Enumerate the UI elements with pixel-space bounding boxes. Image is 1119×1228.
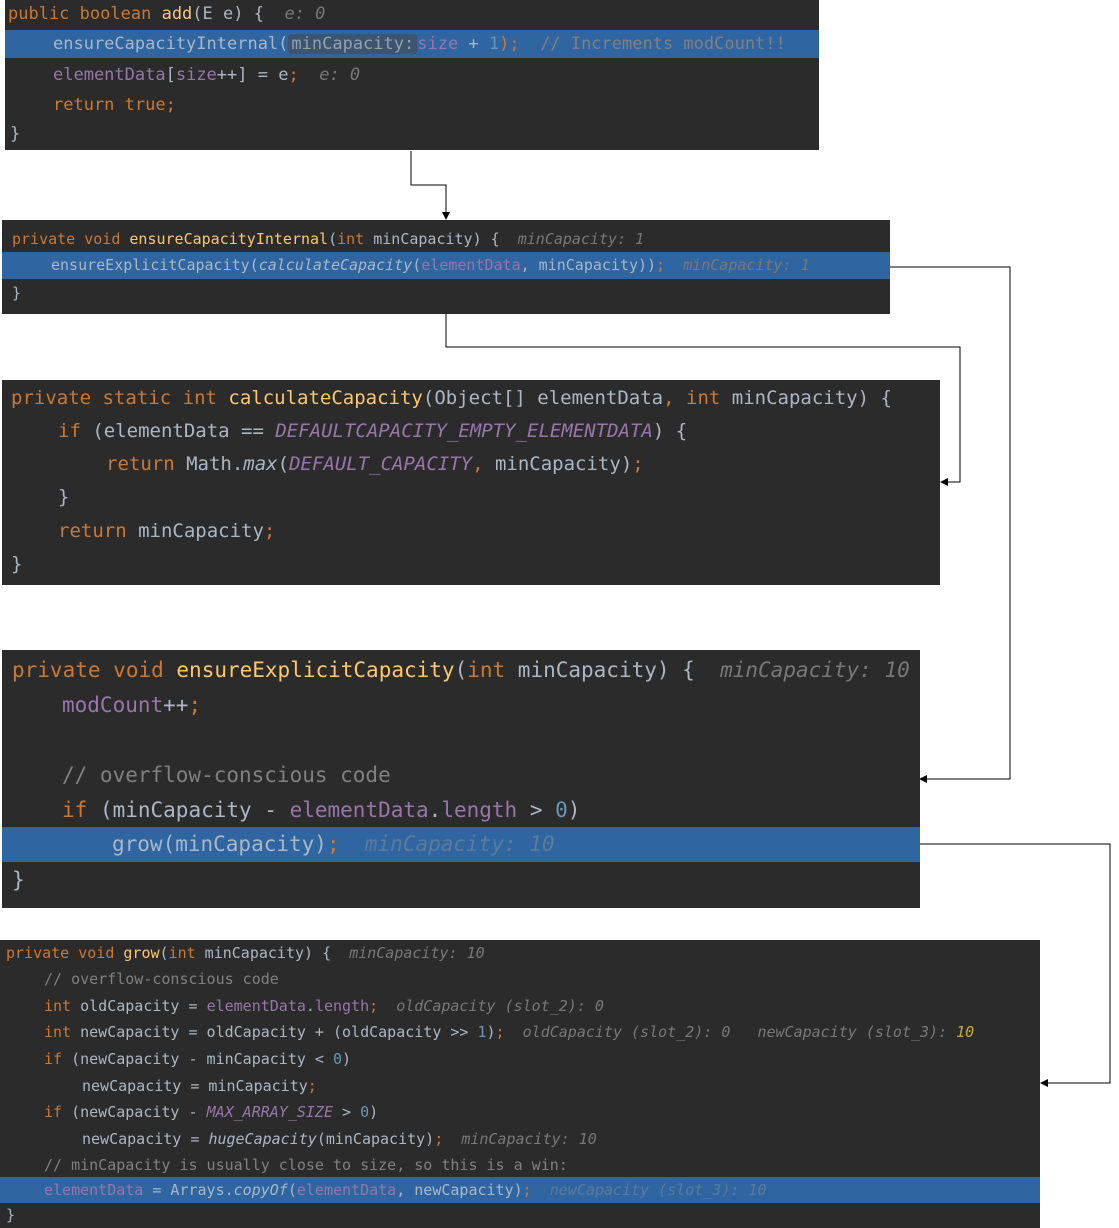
- arrow-ensure-capacity-internal-to-ensure-explicit-capacity: [890, 266, 1011, 783]
- code-line: elementData[size++] = e; e: 0: [53, 65, 361, 85]
- debug-hint: oldCapacity (slot_2): 0: [522, 1023, 731, 1041]
- arrow-ensure-explicit-capacity-to-grow: [920, 843, 1111, 1087]
- code-line-highlighted: grow(minCapacity); minCapacity: 10: [2, 827, 920, 862]
- debug-hint: minCapacity: 1: [683, 256, 810, 274]
- code-line-closing-brace: }: [12, 868, 25, 892]
- code-block-ensure-capacity-internal: private void ensureCapacityInternal(int …: [2, 220, 890, 314]
- code-block-grow: private void grow(int minCapacity) { min…: [0, 940, 1040, 1228]
- code-line: int newCapacity = oldCapacity + (oldCapa…: [44, 1023, 975, 1041]
- code-line: modCount++;: [62, 693, 202, 717]
- code-line: // overflow-conscious code: [62, 763, 391, 787]
- code-line: newCapacity = hugeCapacity(minCapacity);…: [82, 1130, 597, 1148]
- code-line: // minCapacity is usually close to size,…: [44, 1156, 568, 1174]
- code-line-highlighted: elementData = Arrays.copyOf(elementData,…: [0, 1177, 1040, 1203]
- code-line-closing-brace: }: [6, 1206, 16, 1224]
- code-line-closing-brace: }: [12, 284, 22, 302]
- code-line: if (elementData == DEFAULTCAPACITY_EMPTY…: [58, 420, 688, 442]
- code-block-calculate-capacity: private static int calculateCapacity(Obj…: [2, 380, 940, 585]
- code-line-closing-brace: }: [10, 124, 21, 144]
- debug-hint: minCapacity: 10: [461, 1130, 597, 1148]
- code-line-signature: private static int calculateCapacity(Obj…: [11, 387, 892, 409]
- debug-hint: e: 0: [284, 4, 326, 24]
- code-line-closing-brace: }: [11, 553, 23, 575]
- debug-hint: newCapacity (slot_3): 10: [549, 1181, 767, 1199]
- code-line: // overflow-conscious code: [44, 970, 279, 988]
- code-line-highlighted: ensureCapacityInternal(minCapacity:size …: [5, 30, 819, 58]
- code-line: newCapacity = minCapacity;: [82, 1077, 317, 1095]
- code-line: if (newCapacity - MAX_ARRAY_SIZE > 0): [44, 1103, 379, 1121]
- arrow-add-to-ensure-capacity-internal: [410, 151, 450, 220]
- code-line: if (newCapacity - minCapacity < 0): [44, 1050, 352, 1068]
- debug-hint: e: 0: [319, 65, 361, 85]
- code-line: int oldCapacity = elementData.length; ol…: [44, 997, 604, 1015]
- code-line-signature: private void ensureCapacityInternal(int …: [12, 230, 645, 248]
- code-block-ensure-explicit-capacity: private void ensureExplicitCapacity(int …: [2, 650, 920, 908]
- debug-hint: minCapacity: 10: [349, 944, 485, 962]
- code-line: return Math.max(DEFAULT_CAPACITY, minCap…: [106, 453, 644, 475]
- code-line-signature: private void grow(int minCapacity) { min…: [6, 944, 485, 962]
- parameter-hint-pill: minCapacity:: [288, 34, 418, 54]
- debug-hint: newCapacity (slot_3):: [757, 1023, 957, 1041]
- debug-hint: minCapacity: 10: [364, 832, 555, 856]
- debug-hint: minCapacity: 10: [720, 658, 910, 682]
- debug-hint-changed-value: 10: [956, 1023, 975, 1041]
- code-line-signature: private void ensureExplicitCapacity(int …: [12, 658, 910, 682]
- code-line: return true;: [53, 95, 176, 115]
- code-line-signature: public boolean add(E e) { e: 0: [8, 4, 326, 24]
- code-line: }: [58, 486, 70, 508]
- debug-hint: oldCapacity (slot_2): 0: [396, 997, 604, 1015]
- arrow-ensure-capacity-internal-to-calculate-capacity: [445, 314, 961, 486]
- code-line-highlighted: ensureExplicitCapacity(calculateCapacity…: [2, 252, 890, 279]
- debug-hint: minCapacity: 1: [517, 230, 645, 248]
- code-line: if (minCapacity - elementData.length > 0…: [62, 798, 581, 822]
- code-block-add: public boolean add(E e) { e: 0 ensureCap…: [5, 0, 819, 150]
- code-line: return minCapacity;: [58, 520, 276, 542]
